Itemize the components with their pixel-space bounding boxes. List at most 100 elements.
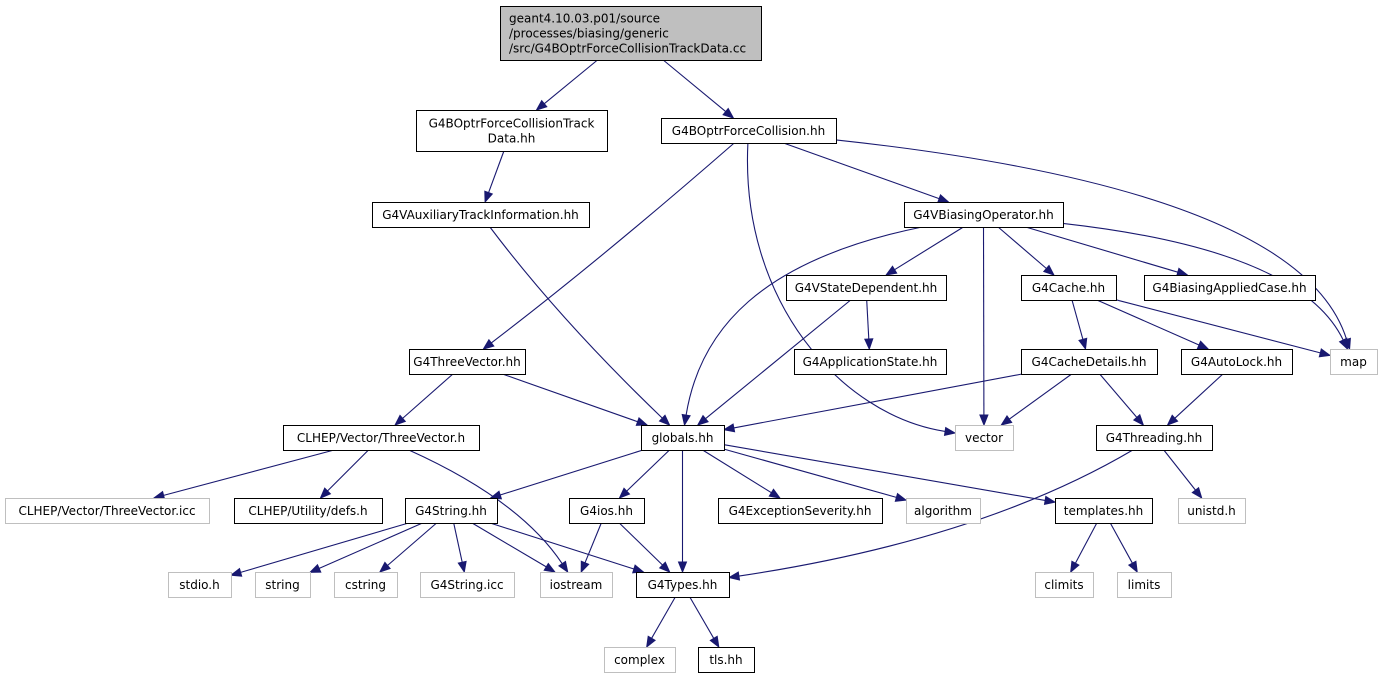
edge-cache_hh-to-autolock_hh <box>1096 299 1210 350</box>
edge-arrowhead <box>1042 264 1055 276</box>
edge-arrowhead <box>1000 415 1013 426</box>
node-box <box>1035 572 1094 598</box>
node-cache-hh[interactable]: G4Cache.hh <box>1021 275 1117 301</box>
edge-globals_hh-to-algorithm <box>723 448 908 502</box>
node-box <box>1178 498 1246 524</box>
node-exceptionseverity-hh[interactable]: G4ExceptionSeverity.hh <box>718 498 883 524</box>
node-globals-hh[interactable]: globals.hh <box>641 425 725 451</box>
edge-arrowhead <box>658 561 671 573</box>
edge-arrowhead <box>543 562 557 573</box>
edge-line <box>163 449 335 496</box>
node-threading-hh[interactable]: G4Threading.hh <box>1096 425 1213 451</box>
edge-line <box>738 449 1134 577</box>
node-label: limits <box>1128 578 1161 592</box>
edge-line <box>471 522 547 568</box>
node-autolock-hh[interactable]: G4AutoLock.hh <box>1181 349 1293 375</box>
edge-clhep_threevector_h-to-clhep_defs_h <box>319 449 369 499</box>
node-box <box>405 498 498 524</box>
edge-threading_hh-to-g4types_hh <box>727 449 1134 581</box>
edge-arrowhead <box>489 490 503 500</box>
node-unistd-h: unistd.h <box>1178 498 1246 524</box>
edge-line <box>618 522 663 566</box>
edge-arrowhead <box>658 414 671 426</box>
edge-arrowhead <box>1132 413 1145 427</box>
node-box <box>1144 275 1316 301</box>
node-label: G4String.icc <box>430 578 503 592</box>
node-box <box>1021 275 1117 301</box>
edge-line <box>783 142 940 200</box>
edge-line <box>240 522 409 573</box>
edge-statedependent_hh-to-globals_hh <box>696 299 852 426</box>
node-box <box>786 275 947 301</box>
edge-g4types_hh-to-complex <box>646 596 676 649</box>
edge-line <box>387 522 437 566</box>
edge-cache_hh-to-map <box>1115 299 1332 358</box>
edge-g4string_hh-to-iostream <box>471 522 557 573</box>
node-map: map <box>1330 349 1378 375</box>
edge-line <box>408 449 563 565</box>
node-applicationstate-hh[interactable]: G4ApplicationState.hh <box>794 349 947 375</box>
node-biasingoperator-hh[interactable]: G4VBiasingOperator.hh <box>904 202 1064 228</box>
node-clhep-threevector-h[interactable]: CLHEP/Vector/ThreeVector.h <box>283 425 480 451</box>
node-root[interactable]: geant4.10.03.p01/source/processes/biasin… <box>500 6 762 61</box>
node-clhep-threevector-icc: CLHEP/Vector/ThreeVector.icc <box>5 498 210 524</box>
node-box <box>604 647 676 673</box>
node-g4string-hh[interactable]: G4String.hh <box>405 498 498 524</box>
node-stdio-h: stdio.h <box>168 572 232 598</box>
node-box <box>420 572 515 598</box>
node-g4ios-hh[interactable]: G4ios.hh <box>569 498 645 524</box>
node-label: G4Types.hh <box>648 578 718 592</box>
node-trackdata-hh[interactable]: G4BOptrForceCollisionTrackData.hh <box>416 110 608 152</box>
node-box <box>641 425 725 451</box>
node-box <box>794 349 947 375</box>
edge-cachedetails_hh-to-globals_hh <box>722 373 1023 433</box>
edge-arrowhead <box>864 338 874 351</box>
edge-arrowhead <box>696 414 709 426</box>
node-label: cstring <box>345 578 386 592</box>
edge-arrowhead <box>768 488 782 499</box>
node-statedependent-hh[interactable]: G4VStateDependent.hh <box>786 275 947 301</box>
node-box <box>698 647 755 673</box>
edge-line <box>733 373 1023 429</box>
node-label: /processes/biasing/generic <box>509 27 669 41</box>
node-biasingappliedcase-hh[interactable]: G4BiasingAppliedCase.hh <box>1144 275 1316 301</box>
node-box <box>334 572 398 598</box>
edge-line <box>1099 373 1138 418</box>
node-label: geant4.10.03.p01/source <box>509 12 660 26</box>
edge-arrowhead <box>394 414 407 426</box>
edge-arrowhead <box>943 426 957 437</box>
node-label: G4VAuxiliaryTrackInformation.hh <box>382 208 579 222</box>
node-label: G4VStateDependent.hh <box>795 281 937 295</box>
node-cachedetails-hh[interactable]: G4CacheDetails.hh <box>1021 349 1158 375</box>
node-forcecollision-hh[interactable]: G4BOptrForceCollision.hh <box>661 118 837 144</box>
node-label: CLHEP/Vector/ThreeVector.h <box>297 431 465 445</box>
node-box <box>500 6 762 61</box>
node-climits: climits <box>1035 572 1094 598</box>
edge-arrowhead <box>727 571 741 581</box>
edge-biasingoperator_hh-to-map <box>1062 222 1349 351</box>
node-clhep-defs-h[interactable]: CLHEP/Utility/defs.h <box>234 498 383 524</box>
edge-line <box>835 139 1348 340</box>
node-box <box>234 498 383 524</box>
edge-forcecollision_hh-to-map <box>835 139 1351 351</box>
node-auxtrackinfo-hh[interactable]: G4VAuxiliaryTrackInformation.hh <box>372 202 590 228</box>
node-string: string <box>255 572 311 598</box>
edge-arrowhead <box>1191 486 1203 500</box>
node-limits: limits <box>1117 572 1172 598</box>
edge-templates_hh-to-limits <box>1109 522 1138 574</box>
edge-g4string_hh-to-cstring <box>378 522 437 573</box>
node-g4types-hh[interactable]: G4Types.hh <box>636 572 730 598</box>
edge-arrowhead <box>635 417 649 426</box>
node-tls-hh[interactable]: tls.hh <box>698 647 755 673</box>
edge-arrowhead <box>709 635 720 649</box>
edge-globals_hh-to-g4ios_hh <box>618 449 670 499</box>
node-label: templates.hh <box>1064 504 1143 518</box>
edge-arrowhead <box>1078 337 1088 351</box>
edge-autolock_hh-to-threading_hh <box>1166 373 1224 426</box>
node-threevector-hh[interactable]: G4ThreeVector.hh <box>409 349 526 375</box>
edge-line <box>651 596 676 639</box>
node-label: map <box>1340 355 1367 369</box>
edge-cachedetails_hh-to-threading_hh <box>1099 373 1145 427</box>
node-templates-hh[interactable]: templates.hh <box>1055 498 1153 524</box>
